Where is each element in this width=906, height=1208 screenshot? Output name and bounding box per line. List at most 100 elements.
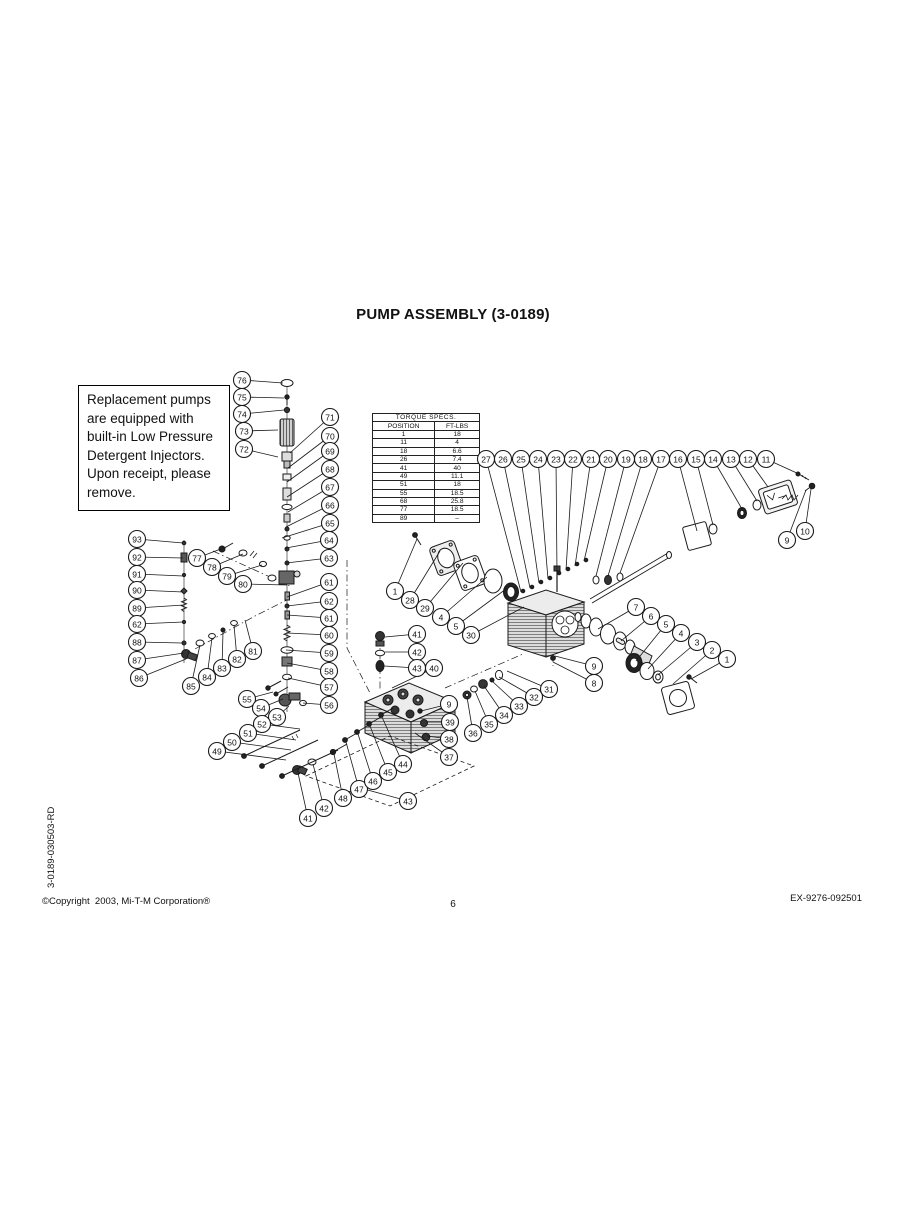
callout-17: 17 (651, 449, 671, 469)
callout-23: 23 (546, 449, 566, 469)
svg-text:34: 34 (499, 711, 509, 721)
svg-text:37: 37 (444, 753, 454, 763)
svg-text:9: 9 (592, 662, 597, 672)
callout-75: 75 (232, 387, 252, 407)
svg-text:82: 82 (232, 655, 242, 665)
svg-text:29: 29 (420, 604, 430, 614)
leader-line-30 (470, 606, 525, 636)
svg-text:89: 89 (132, 604, 142, 614)
svg-text:66: 66 (325, 501, 335, 511)
leader-line-5 (455, 588, 507, 627)
svg-text:70: 70 (325, 432, 335, 442)
svg-text:20: 20 (603, 455, 613, 465)
svg-text:45: 45 (383, 768, 393, 778)
svg-text:22: 22 (568, 455, 578, 465)
crankshaft-parts (574, 499, 762, 715)
callout-25: 25 (511, 449, 531, 469)
svg-text:24: 24 (533, 455, 543, 465)
svg-text:62: 62 (324, 597, 334, 607)
left-valve-stack-parts (180, 540, 199, 662)
diagonal-fastener-parts (195, 542, 267, 647)
callout-46: 46 (363, 771, 383, 791)
callout-15: 15 (686, 449, 706, 469)
svg-text:38: 38 (444, 735, 454, 745)
leader-line-17 (619, 458, 662, 574)
svg-text:84: 84 (202, 673, 212, 683)
svg-text:61: 61 (324, 614, 334, 624)
leader-line-4 (440, 576, 488, 618)
svg-text:36: 36 (468, 729, 478, 739)
callout-37: 37 (439, 747, 459, 767)
svg-text:50: 50 (227, 738, 237, 748)
svg-text:16: 16 (673, 455, 683, 465)
svg-text:79: 79 (222, 572, 232, 582)
callout-91: 91 (127, 564, 147, 584)
svg-text:76: 76 (237, 376, 247, 386)
callout-64: 64 (319, 530, 339, 550)
callout-55: 55 (237, 689, 257, 709)
replacement-note: Replacement pumps are equipped with buil… (78, 385, 230, 511)
callout-92: 92 (127, 547, 147, 567)
callout-27: 27 (476, 449, 496, 469)
callout-65: 65 (320, 513, 340, 533)
svg-text:60: 60 (324, 631, 334, 641)
svg-text:59: 59 (324, 649, 334, 659)
svg-text:9: 9 (447, 700, 452, 710)
injector-stack-parts (265, 379, 307, 707)
svg-text:52: 52 (257, 720, 267, 730)
callout-93: 93 (127, 529, 147, 549)
svg-text:62: 62 (132, 620, 142, 630)
svg-text:30: 30 (466, 631, 476, 641)
callout-31: 31 (539, 679, 559, 699)
svg-text:42: 42 (319, 804, 329, 814)
leader-line-21 (574, 458, 592, 567)
callout-22: 22 (563, 449, 583, 469)
svg-text:43: 43 (412, 664, 422, 674)
svg-text:71: 71 (325, 413, 335, 423)
leader-line-23 (555, 458, 558, 575)
leader-line-28 (409, 550, 441, 601)
svg-text:39: 39 (445, 718, 455, 728)
svg-text:10: 10 (800, 527, 810, 537)
callout-10: 10 (795, 521, 815, 541)
svg-text:78: 78 (207, 563, 217, 573)
svg-text:4: 4 (679, 629, 684, 639)
svg-text:46: 46 (368, 777, 378, 787)
callout-89: 89 (127, 598, 147, 618)
callout-61: 61 (319, 608, 339, 628)
svg-text:15: 15 (691, 455, 701, 465)
svg-text:53: 53 (272, 713, 282, 723)
svg-text:1: 1 (393, 587, 398, 597)
callout-72: 72 (234, 439, 254, 459)
callout-9: 9 (584, 656, 604, 676)
callout-2: 2 (702, 640, 722, 660)
leader-line-27 (485, 458, 522, 593)
callout-78: 78 (202, 557, 222, 577)
torque-row: 89– (371, 513, 480, 524)
callout-40: 40 (424, 658, 444, 678)
callout-47: 47 (349, 779, 369, 799)
leader-line-50 (231, 741, 292, 751)
callout-54: 54 (251, 698, 271, 718)
callout-43: 43 (407, 658, 427, 678)
svg-text:83: 83 (217, 664, 227, 674)
document-code: EX-9276-092501 (790, 893, 862, 904)
svg-text:49: 49 (212, 747, 222, 757)
svg-text:72: 72 (239, 445, 249, 455)
svg-text:51: 51 (243, 729, 253, 739)
callout-20: 20 (598, 449, 618, 469)
leader-line-29 (424, 562, 464, 609)
callout-60: 60 (319, 625, 339, 645)
svg-text:1: 1 (725, 655, 730, 665)
page-title: PUMP ASSEMBLY (3-0189) (356, 306, 550, 323)
svg-text:14: 14 (708, 455, 718, 465)
callout-49: 49 (207, 741, 227, 761)
svg-text:65: 65 (325, 519, 335, 529)
callout-4: 4 (671, 623, 691, 643)
callout-6: 6 (641, 606, 661, 626)
leader-line-20 (583, 458, 609, 562)
svg-text:31: 31 (544, 685, 554, 695)
callout-7: 7 (626, 597, 646, 617)
